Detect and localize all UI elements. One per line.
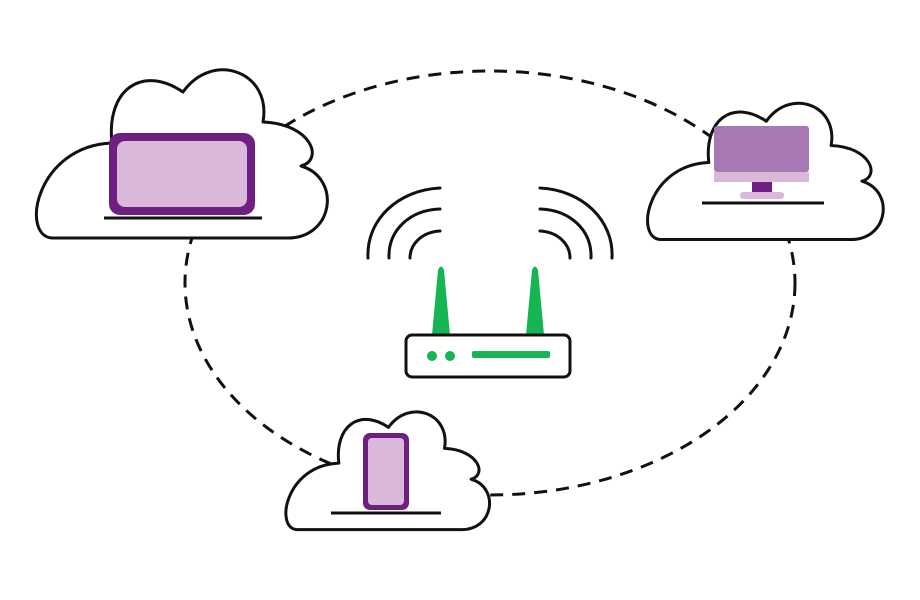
antenna-left <box>432 266 450 335</box>
router-icon <box>404 266 572 379</box>
wifi-signal-icon <box>366 186 614 260</box>
smartphone-icon <box>331 433 441 515</box>
dashed-connection-ring <box>183 69 797 497</box>
router-led <box>427 351 437 361</box>
monitor-icon <box>702 126 824 205</box>
laptop-cloud <box>34 68 329 240</box>
laptop-icon <box>104 133 262 220</box>
antenna-right <box>526 266 544 335</box>
router-led <box>445 351 455 361</box>
router-indicator-bar <box>472 351 550 358</box>
